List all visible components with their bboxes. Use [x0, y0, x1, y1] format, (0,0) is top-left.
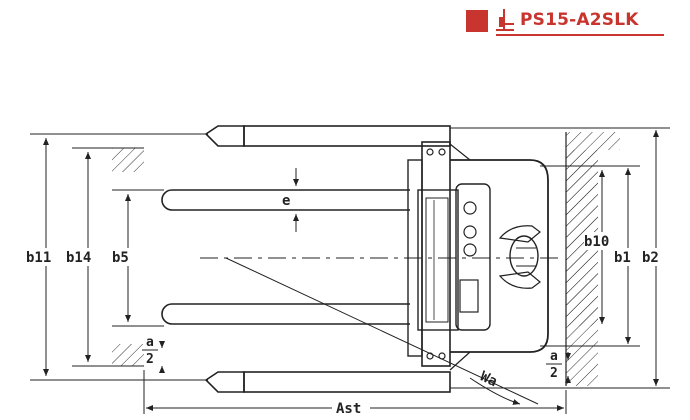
- label-wa: Wa: [478, 369, 500, 391]
- dimension-b1: b1: [614, 168, 640, 344]
- label-ast: Ast: [336, 401, 361, 417]
- brand-square: [466, 10, 488, 32]
- dimension-b10: b10: [584, 170, 620, 324]
- dimension-b2: b2: [642, 130, 668, 386]
- dimension-ast: Ast: [143, 370, 567, 417]
- label-b10: b10: [584, 234, 609, 250]
- label-b1: b1: [614, 250, 631, 266]
- wa-radius-line: [225, 257, 539, 405]
- support-leg-top: [204, 125, 451, 147]
- label-e: e: [282, 193, 290, 209]
- model-code: PS15-A2SLK: [520, 10, 639, 30]
- dimension-a-half-right: a 2: [546, 349, 571, 383]
- fork-bottom: [161, 303, 410, 325]
- label-a-right: a: [550, 349, 558, 364]
- label-a-left: a: [146, 335, 154, 350]
- model-header: PS15-A2SLK: [466, 7, 666, 36]
- chassis-body: [449, 143, 549, 371]
- label-b11: b11: [26, 250, 51, 266]
- label-2-right: 2: [550, 366, 558, 381]
- wa-arc: [469, 377, 521, 405]
- tiller-handle: [498, 225, 541, 289]
- label-b2: b2: [642, 250, 659, 266]
- dimension-b11: b11: [26, 138, 66, 376]
- title-underline: [496, 34, 664, 36]
- dimension-e: e: [282, 168, 304, 232]
- outline-guides: [30, 127, 670, 389]
- dimension-b5: b5: [112, 194, 142, 322]
- label-b14: b14: [66, 250, 91, 266]
- dimension-b14: b14: [66, 152, 106, 362]
- dimension-a-half-left: a 2: [142, 335, 165, 373]
- pallet-hatch-bottom-left: [112, 344, 144, 366]
- mast-frame: [407, 141, 459, 367]
- support-leg-bottom: [204, 371, 451, 393]
- label-2-left: 2: [146, 352, 154, 367]
- stacker-icon: [496, 9, 514, 31]
- label-b5: b5: [112, 250, 129, 266]
- fork-top: [161, 189, 410, 211]
- pallet-hatch-top-left: [112, 148, 144, 172]
